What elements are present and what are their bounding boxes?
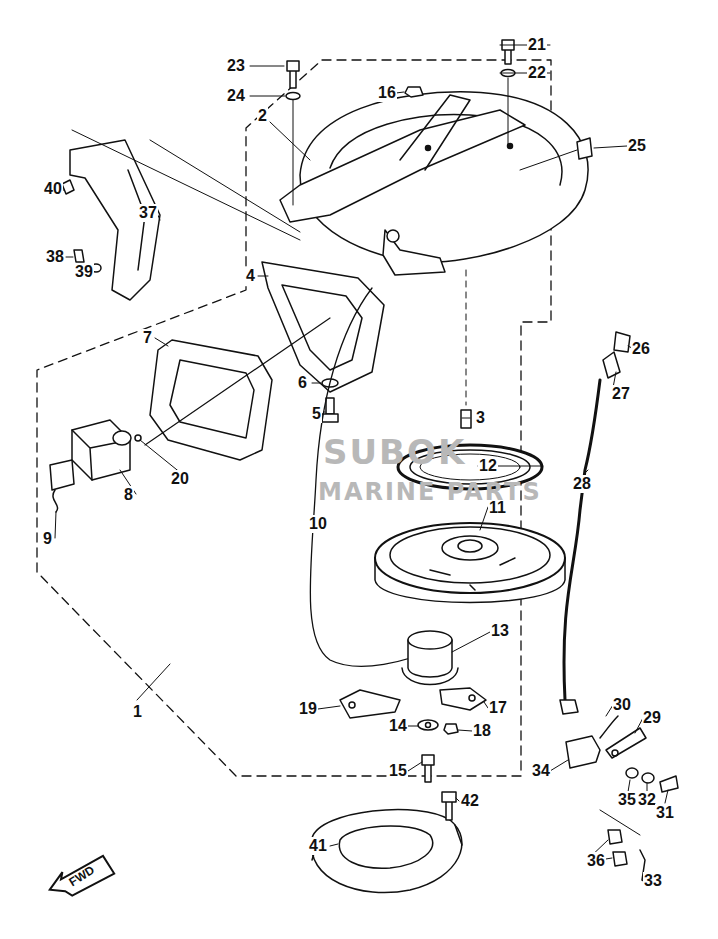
callout-number: 39 [74,263,94,281]
callout-number: 37 [138,204,158,222]
callout-number: 35 [617,791,637,809]
callout-number: 4 [245,267,256,285]
callout-number: 3 [475,409,486,427]
callout-number: 19 [298,700,318,718]
callout-number: 6 [297,374,308,392]
callout-number: 22 [527,64,547,82]
callout-number: 26 [631,340,651,358]
callout-number: 7 [142,329,153,347]
callout-number: 40 [43,180,63,198]
direction-arrow: FWD [47,853,117,897]
callout-number: 1 [132,703,143,721]
callout-number: 23 [226,57,246,75]
callout-number: 41 [308,837,328,855]
watermark-text: SUBOK [323,432,466,472]
callout-number: 15 [388,762,408,780]
callout-number: 42 [460,792,480,810]
callout-number: 21 [527,36,547,54]
callout-number: 14 [388,717,408,735]
callout-number: 38 [45,248,65,266]
callout-number: 18 [472,722,492,740]
callout-number: 17 [488,699,508,717]
callout-number: 36 [586,852,606,870]
callout-number: 16 [377,84,397,102]
callout-number: 33 [643,872,663,890]
callout-number: 29 [642,709,662,727]
callout-number: 24 [226,87,246,105]
callout-number: 31 [655,804,675,822]
callout-number: 8 [123,486,134,504]
callout-number: 32 [637,791,657,809]
callout-number: 30 [612,696,632,714]
callout-number: 9 [42,530,53,548]
callout-number: 20 [170,470,190,488]
callout-number: 13 [490,622,510,640]
callout-number: 27 [611,385,631,403]
callout-number: 34 [531,762,551,780]
callout-number: 5 [311,405,322,423]
callout-number: 10 [308,515,328,533]
callout-number: 2 [257,107,268,125]
callout-number: 28 [572,475,592,493]
watermark-text: MARINE PARTS [318,478,542,506]
callout-number: 12 [478,457,498,475]
callout-number: 25 [627,137,647,155]
